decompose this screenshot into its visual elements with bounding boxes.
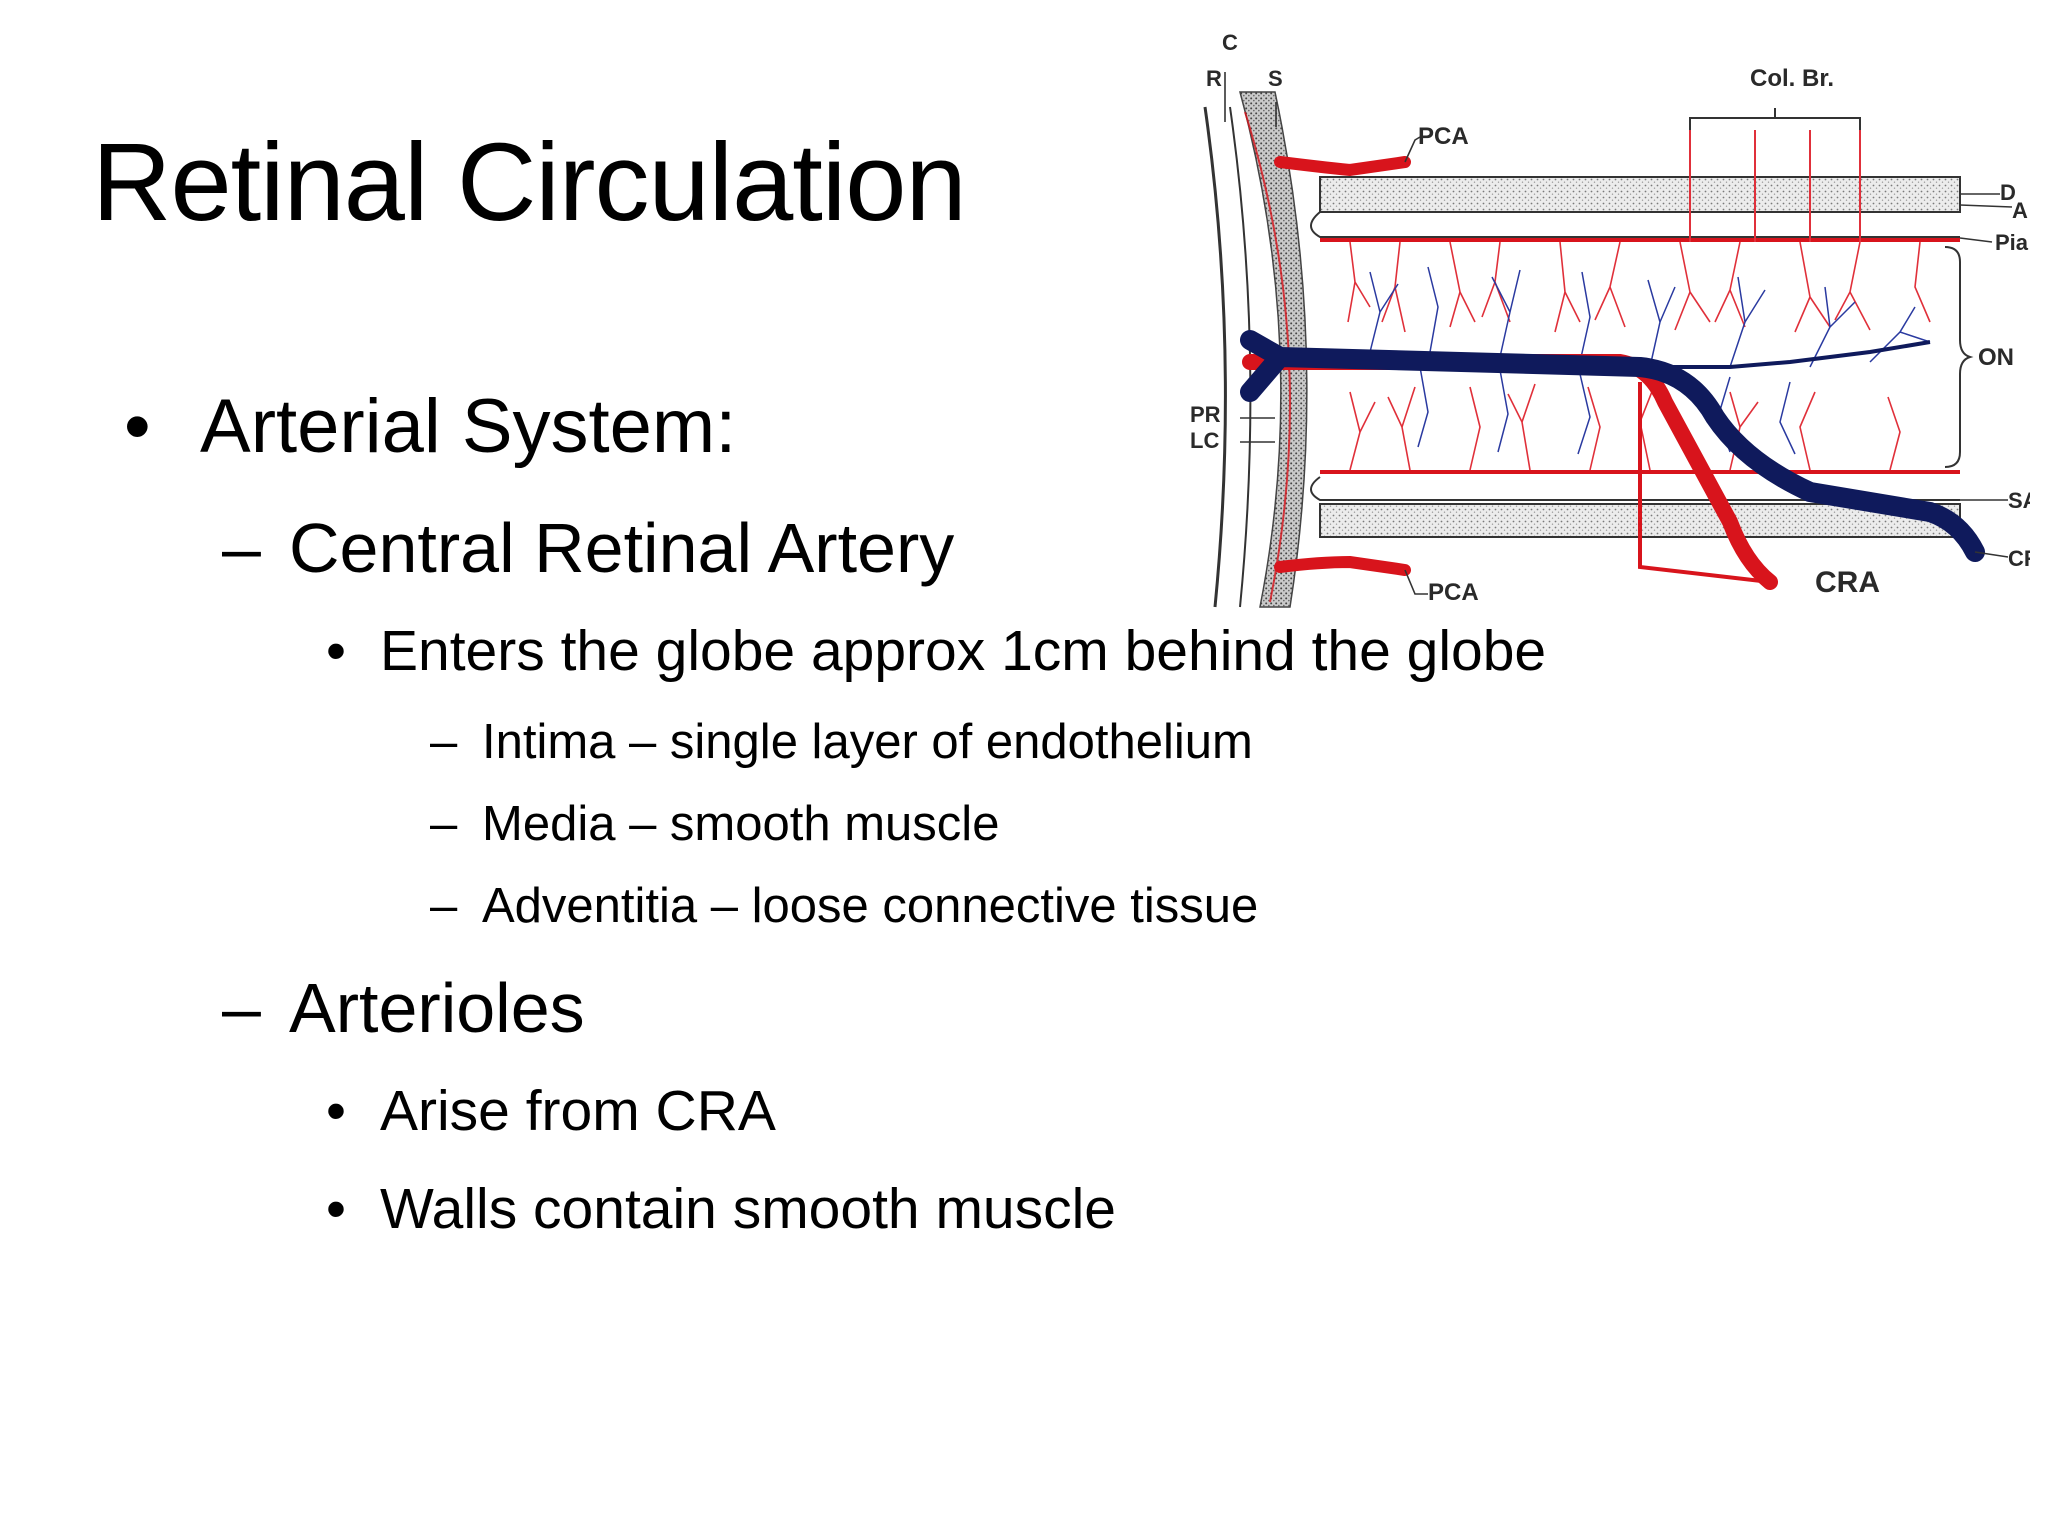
dash-marker: – xyxy=(222,509,261,587)
bullet-text: Arterial System: xyxy=(200,384,737,469)
on-bracket xyxy=(1944,246,1974,468)
label-col-br: Col. Br. xyxy=(1750,65,1834,92)
point-text: Arise from CRA xyxy=(380,1079,776,1143)
central-retinal-vein xyxy=(1240,330,1985,562)
label-r: R xyxy=(1206,66,1222,91)
label-c: C xyxy=(1222,30,1238,55)
label-on: ON xyxy=(1978,344,2014,371)
bullet-marker: • xyxy=(326,1177,346,1241)
detail-text: Media – smooth muscle xyxy=(482,797,1000,851)
leader-lines xyxy=(1224,72,2013,595)
label-d: D xyxy=(2000,180,2016,205)
subbullet-text: Central Retinal Artery xyxy=(289,509,955,587)
label-pca-bottom: PCA xyxy=(1428,579,1479,606)
label-lc: LC xyxy=(1190,428,1219,453)
subbullet-text: Arterioles xyxy=(289,969,585,1047)
slide-title: Retinal Circulation xyxy=(92,121,967,244)
point-text: Enters the globe approx 1cm behind the g… xyxy=(380,619,1547,683)
label-a: A xyxy=(2012,198,2028,223)
venous-branches xyxy=(1369,266,1931,455)
label-pr: PR xyxy=(1190,402,1221,427)
optic-nerve-vasculature-diagram: C R S Col. Br. PCA D A Pia ON PR LC SAS … xyxy=(1170,22,2030,622)
posterior-ciliary-arteries xyxy=(1274,156,1411,576)
bullet-marker: • xyxy=(326,619,346,683)
label-pia: Pia xyxy=(1995,230,2029,255)
dash-marker: – xyxy=(222,969,261,1047)
label-pca-top: PCA xyxy=(1418,123,1469,150)
diagram-labels: C R S Col. Br. PCA D A Pia ON PR LC SAS … xyxy=(1190,30,2030,606)
label-s: S xyxy=(1268,66,1283,91)
bullet-marker: • xyxy=(326,1079,346,1143)
detail-text: Adventitia – loose connective tissue xyxy=(482,879,1259,933)
label-sas: SAS xyxy=(2008,488,2030,513)
col-br-bracket xyxy=(1689,108,1861,130)
detail-text: Intima – single layer of endothelium xyxy=(482,715,1253,769)
dash-marker: – xyxy=(430,797,458,851)
point-text: Walls contain smooth muscle xyxy=(380,1177,1116,1241)
dash-marker: – xyxy=(430,879,458,933)
dash-marker: – xyxy=(430,715,458,769)
upper-sheath xyxy=(1310,176,1961,242)
bullet-marker: • xyxy=(124,384,151,469)
label-cra: CRA xyxy=(1815,566,1880,599)
diagram-svg: C R S Col. Br. PCA D A Pia ON PR LC SAS … xyxy=(1190,30,2030,608)
label-crv: CRV xyxy=(2008,546,2030,571)
pial-branches xyxy=(1347,241,1931,471)
collateral-branches xyxy=(1689,130,1861,242)
